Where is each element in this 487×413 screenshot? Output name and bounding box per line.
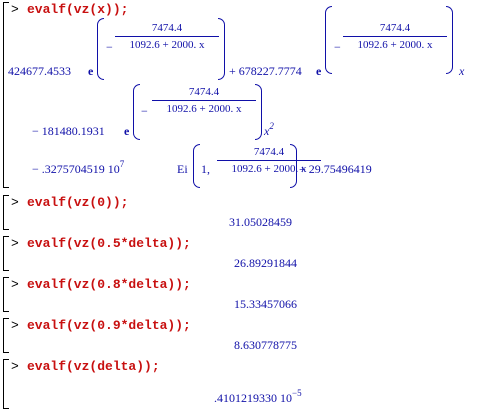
minus-sign-2: − (334, 40, 341, 54)
execution-group-1 (3, 2, 9, 188)
paren-left-1 (97, 18, 104, 80)
command-input-5[interactable]: evalf(vz(0.9*delta)); (27, 318, 191, 333)
prompt-marker: > (11, 277, 19, 292)
fraction-2: 7474.4 1092.6 + 2000. x (343, 22, 447, 51)
command-input-3[interactable]: evalf(vz(0.5*delta)); (27, 236, 191, 251)
result-output-4: 15.33457066 (234, 297, 297, 311)
paren-left-4 (193, 144, 200, 188)
paren-right-1 (218, 18, 225, 80)
execution-group-6 (3, 359, 9, 409)
execution-group-5 (3, 318, 9, 353)
var-x-squared: x2 (264, 121, 274, 138)
var-x: x (459, 64, 465, 78)
result-output-5: 8.630778775 (234, 338, 297, 352)
constant-tail: + 29.75496419 (299, 162, 372, 176)
ei-function: Ei (177, 162, 188, 176)
paren-right-4 (290, 144, 297, 188)
command-input-2[interactable]: evalf(vz(0)); (27, 195, 129, 210)
minus-sign-3: − (141, 104, 148, 118)
result-output-3: 26.89291844 (234, 256, 297, 270)
fraction-1: 7474.4 1092.6 + 2000. x (115, 22, 219, 51)
paren-right-2 (446, 6, 453, 74)
coefficient-4: − .3275704519 107 (32, 159, 125, 176)
paren-left-2 (325, 6, 332, 74)
ei-first-arg: 1, (201, 162, 210, 176)
paren-right-3 (255, 84, 262, 140)
minus-sign-1: − (106, 40, 113, 54)
prompt-marker: > (11, 195, 19, 210)
command-input-4[interactable]: evalf(vz(0.8*delta)); (27, 277, 191, 292)
exp-e-3: e (124, 124, 130, 138)
exp-e-1: e (88, 64, 94, 78)
paren-left-3 (133, 84, 140, 140)
fraction-3: 7474.4 1092.6 + 2000. x (152, 86, 256, 115)
command-input-6[interactable]: evalf(vz(delta)); (27, 359, 160, 374)
fraction-4: 7474.4 1092.6 + 2000. x (217, 146, 321, 175)
prompt-marker: > (11, 318, 19, 333)
execution-group-3 (3, 236, 9, 271)
prompt-marker: > (11, 236, 19, 251)
command-input-1[interactable]: evalf(vz(x)); (27, 2, 129, 17)
coefficient-3: − 181480.1931 (32, 124, 105, 138)
prompt-marker: > (11, 359, 19, 374)
execution-group-2 (3, 195, 9, 230)
coefficient-2: + 678227.7774 (229, 64, 302, 78)
result-output-6: .4101219330 10−5 (214, 388, 302, 405)
exp-e-2: e (316, 64, 322, 78)
result-output-2: 31.05028459 (229, 215, 292, 229)
execution-group-4 (3, 277, 9, 312)
prompt-marker: > (11, 2, 19, 17)
coefficient-1: 424677.4533 (8, 64, 71, 78)
